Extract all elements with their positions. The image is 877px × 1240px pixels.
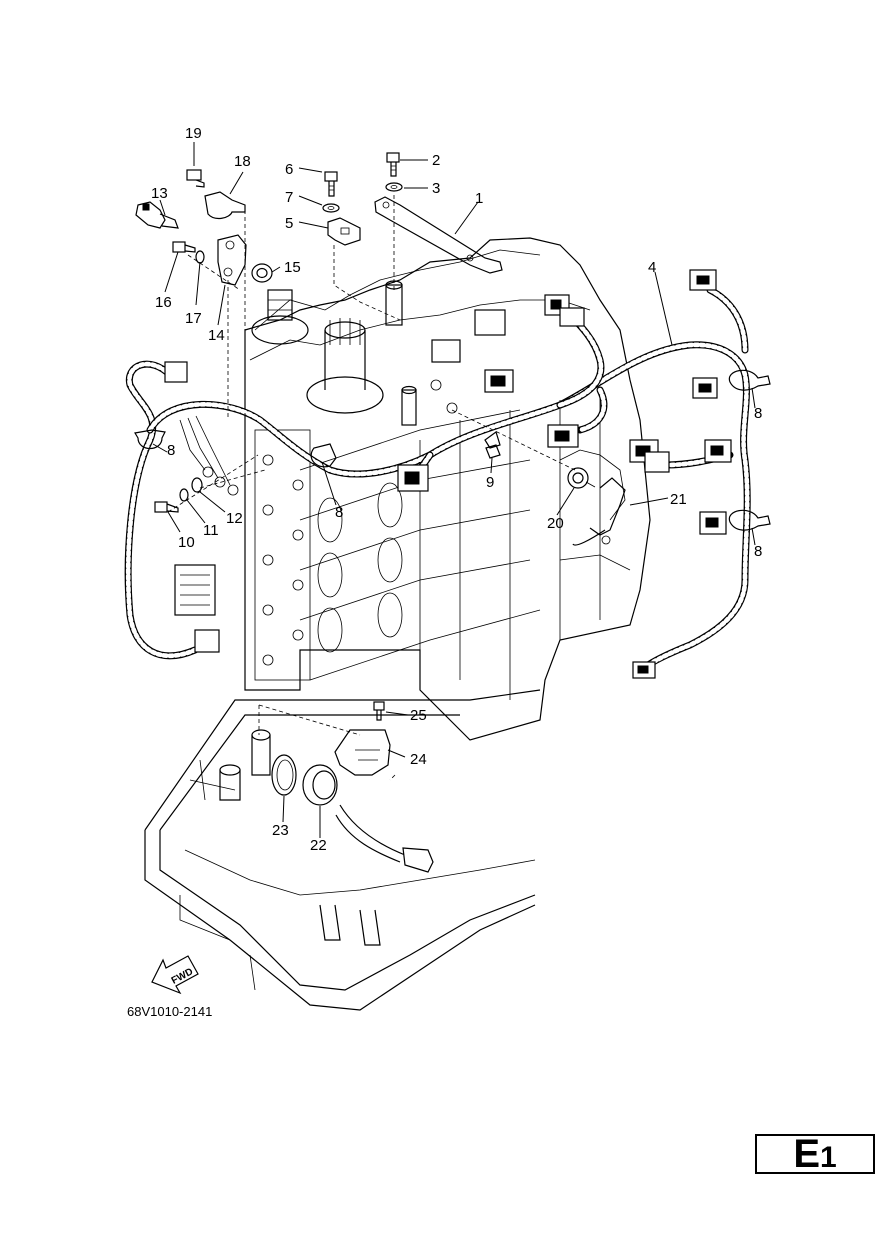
callout-6: 6 xyxy=(285,161,293,178)
callout-18: 18 xyxy=(234,153,251,170)
callout-4: 4 xyxy=(648,259,656,276)
page-tag: E 1 xyxy=(755,1134,875,1174)
callout-16: 16 xyxy=(155,294,172,311)
figure-code: 68V1010-2141 xyxy=(127,1004,212,1019)
callout-labels: 19 18 13 16 17 14 15 6 7 5 2 3 1 4 8 8 8… xyxy=(151,125,762,854)
callout-leaders xyxy=(152,142,756,838)
bolt-part-16 xyxy=(172,241,196,253)
callout-5: 5 xyxy=(285,215,293,232)
clamp-part-18 xyxy=(204,191,246,220)
page-tag-letter: E xyxy=(793,1132,820,1176)
sensor-part-13 xyxy=(135,201,179,229)
washer-part-11 xyxy=(179,488,189,502)
callout-20: 20 xyxy=(547,515,564,532)
callout-7: 7 xyxy=(285,189,293,206)
callout-25: 25 xyxy=(410,707,427,724)
washer-part-12 xyxy=(191,477,203,493)
bottom-cowling xyxy=(144,689,541,1011)
callout-3: 3 xyxy=(432,180,440,197)
lead-wire-part-21 xyxy=(572,477,626,546)
fwd-arrow-icon: FWD xyxy=(151,955,199,995)
callout-11: 11 xyxy=(203,522,219,539)
callout-22: 22 xyxy=(310,837,327,854)
callout-13: 13 xyxy=(151,185,168,202)
grommet-part-15 xyxy=(251,263,273,283)
callout-8-right-upper: 8 xyxy=(754,405,762,422)
callout-15: 15 xyxy=(284,259,301,276)
screw-part-25 xyxy=(373,701,385,721)
bracket-part-14 xyxy=(217,234,247,286)
grommet-part-22 xyxy=(302,764,434,873)
switch-part-20 xyxy=(567,467,596,489)
bolt-part-19 xyxy=(186,169,205,188)
bracket-part-5 xyxy=(327,217,361,246)
callout-14: 14 xyxy=(208,327,225,344)
callout-8-right-lower: 8 xyxy=(754,543,762,560)
washer-part-17 xyxy=(195,250,205,264)
callout-24: 24 xyxy=(410,751,427,768)
callout-1: 1 xyxy=(475,190,483,207)
bracket-part-1 xyxy=(374,196,503,274)
callout-8-center: 8 xyxy=(335,504,343,521)
page-tag-number: 1 xyxy=(820,1141,837,1174)
bolt-part-2 xyxy=(386,152,400,177)
plate-part-24 xyxy=(334,729,391,776)
o-ring-part-23 xyxy=(271,754,297,796)
callout-12: 12 xyxy=(226,510,243,527)
washer-part-3 xyxy=(385,182,403,192)
callout-21: 21 xyxy=(670,491,687,508)
callout-8-left: 8 xyxy=(167,442,175,459)
callout-23: 23 xyxy=(272,822,289,839)
bolt-part-6 xyxy=(324,171,338,197)
callout-9: 9 xyxy=(486,474,494,491)
bolt-part-10 xyxy=(154,501,179,513)
guide-lines xyxy=(167,195,576,781)
callout-19: 19 xyxy=(185,125,202,142)
engine-block xyxy=(244,237,651,741)
callout-17: 17 xyxy=(185,310,202,327)
clip-part-9 xyxy=(485,444,501,459)
callout-10: 10 xyxy=(178,534,195,551)
washer-part-7 xyxy=(322,203,340,213)
callout-2: 2 xyxy=(432,152,440,169)
wire-harness xyxy=(124,269,771,679)
